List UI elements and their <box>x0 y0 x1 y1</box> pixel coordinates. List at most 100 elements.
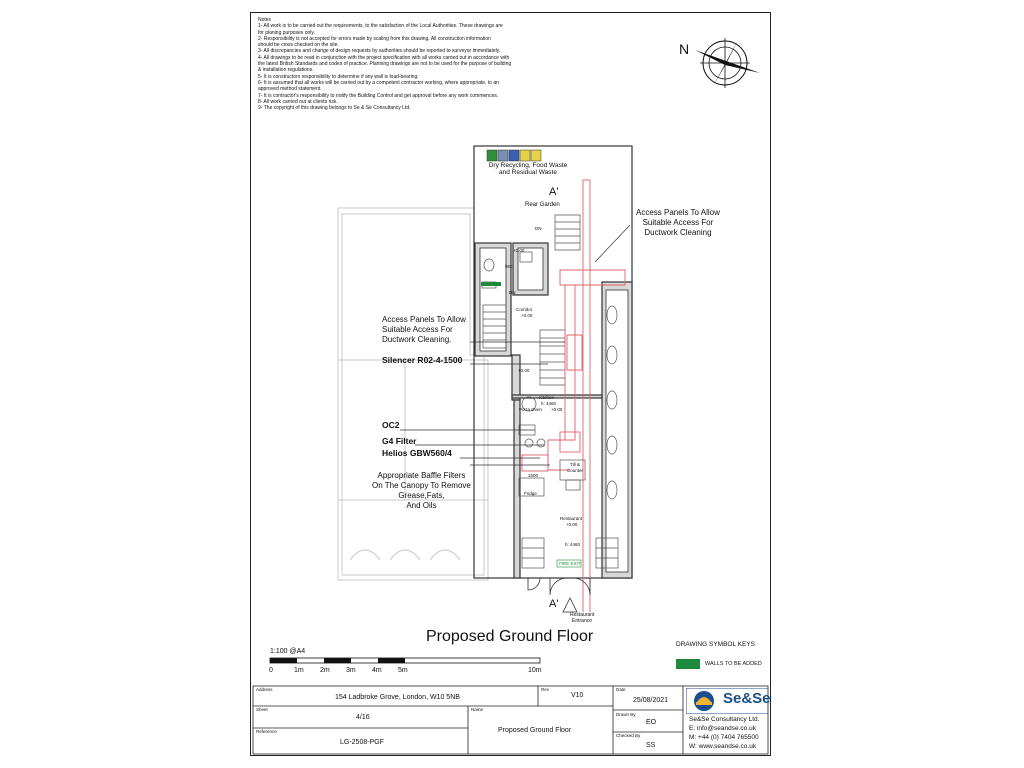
level-label: +0.00 <box>518 368 530 373</box>
corridor-label: Corridor <box>516 307 533 312</box>
wc-label: WC <box>505 264 513 269</box>
rear-garden-label: Rear Garden <box>525 202 560 208</box>
note-line: 1- All work is to be carried out the req… <box>258 23 503 30</box>
drawn-by-label: Drawn By <box>616 712 636 717</box>
scale-tick-label: 0 <box>269 667 273 674</box>
fire-exit-label: FIRE EXIT <box>559 561 581 566</box>
notes-heading: Notes <box>258 17 272 23</box>
date-value: 25/08/2021 <box>633 697 669 704</box>
fire-exit-sign <box>556 559 582 568</box>
neighbour-building-outline <box>337 207 489 581</box>
restaurant-label: Restaurant <box>560 516 583 521</box>
annotation-silencer: Silencer R02-4-1500 <box>382 355 463 365</box>
drawing-sheet-border <box>250 12 771 756</box>
notes-block: Notes 1- All work is to be carried out t… <box>258 17 618 111</box>
new-wall-marker <box>481 282 501 286</box>
annotation-line: Ductwork Cleaning. <box>382 335 452 344</box>
entrance-label: Entrance <box>572 618 593 624</box>
annotation-line: Appropriate Baffle Filters <box>377 471 466 480</box>
company-phone: M: +44 (0) 7404 765500 <box>689 734 759 741</box>
level-label: +0.00 <box>513 248 525 253</box>
dn-label: DN <box>535 226 542 231</box>
checked-by-value: SS <box>646 742 656 749</box>
note-line: 4- All drawings to be read in conjunctio… <box>258 54 510 61</box>
restaurant-seating <box>521 305 619 569</box>
note-line: 3- All discrepancies and change of desig… <box>258 48 501 55</box>
restaurant-level: +0.00 <box>566 522 578 527</box>
note-line: 8- All work carried out at clients risk. <box>258 98 338 105</box>
restaurant-height: h: 4460 <box>565 542 581 547</box>
name-label: Name <box>471 707 484 712</box>
annotation-line: Ductwork Cleaning <box>644 228 712 237</box>
entrance-label: Restaurant <box>570 612 595 618</box>
scale-tick-label: 1m <box>294 667 304 674</box>
till-label: Till & <box>570 462 580 467</box>
legend-heading: DRAWING SYMBOL KEYS <box>676 641 755 648</box>
kitchen-level: +0.00 <box>551 407 563 412</box>
company-name: Se&Se Consultancy Ltd. <box>689 716 760 723</box>
north-arrow-icon <box>695 38 760 88</box>
note-line: the latest British Standards and codes o… <box>258 61 512 68</box>
kitchen-height: h: 4460 <box>541 401 557 406</box>
dn-label: DN <box>509 290 516 295</box>
annotation-line: Suitable Access For <box>382 325 453 334</box>
kitchen-equipment <box>518 396 586 497</box>
pizza-oven-label: Pizza Oven <box>519 407 543 412</box>
sheet-label: Sheet <box>256 707 268 712</box>
ductwork-route <box>521 179 626 612</box>
note-line: 7- It is contractor's responsibility to … <box>258 92 499 99</box>
note-line: 5- It is constructors responsibility to … <box>258 73 419 80</box>
annotation-g4-filter: G4 Filter <box>382 436 417 446</box>
company-email: E: info@seandse.co.uk <box>689 725 756 732</box>
annotation-line: Grease,Fats, <box>398 491 445 500</box>
sheet-value: 4/16 <box>356 714 370 721</box>
annotation-line: Suitable Access For <box>642 218 714 227</box>
annotation-leaders <box>400 224 631 466</box>
note-line: for planing purposes only. <box>258 29 315 36</box>
annotation-line: Access Panels To Allow <box>382 315 466 324</box>
address-value: 154 Ladbroke Grove, London, W10 5NB <box>335 694 460 701</box>
annotation-line: On The Canopy To Remove <box>372 481 471 490</box>
scale-tick-label: 10m <box>528 667 542 674</box>
waste-label-line: and Residual Waste <box>499 169 557 176</box>
scale-bar <box>269 657 541 664</box>
scale-ratio: 1:100 @A4 <box>270 648 306 655</box>
company-logo-icon <box>686 688 768 714</box>
reference-label: Reference <box>256 729 277 734</box>
stairs <box>482 214 581 386</box>
title-block-grid <box>252 685 769 755</box>
annotation-line: And Oils <box>406 501 437 510</box>
name-value: Proposed Ground Floor <box>498 727 572 734</box>
scale-tick-label: 4m <box>372 667 382 674</box>
note-line: approved method statement. <box>258 86 322 93</box>
note-line: & installation regulations. <box>258 67 314 74</box>
kitchen-label: Kitchen <box>539 395 555 400</box>
checked-by-label: Checked By <box>616 733 641 738</box>
annotation-access-panels-right: Access Panels To Allow Suitable Access F… <box>636 208 720 238</box>
reference-value: LG-2508-PGF <box>340 739 384 746</box>
scale-tick-label: 5m <box>398 667 408 674</box>
drawing-title: Proposed Ground Floor <box>426 628 594 645</box>
annotation-access-panels-left: Access Panels To Allow Suitable Access F… <box>382 315 466 345</box>
annotation-oc2: OC2 <box>382 420 400 430</box>
legend-walls-swatch <box>676 659 700 669</box>
entrance-doors <box>527 577 591 613</box>
company-logo-text: Se&Se <box>723 690 771 707</box>
rev-value: V10 <box>571 692 584 699</box>
dimension-label: 1500 <box>528 473 539 478</box>
rev-label: Rev <box>541 687 550 692</box>
building-walls <box>473 145 633 579</box>
waste-label-line: Dry Recycling, Food Waste <box>488 162 568 169</box>
section-marker-top: A' <box>549 186 559 198</box>
note-line: 2- Responsibility is not accepted for er… <box>258 35 491 42</box>
annotation-helios: Helios GBW560/4 <box>382 448 452 458</box>
fridge-label: Fridge <box>524 491 537 496</box>
drawn-by-value: EO <box>646 719 657 726</box>
corridor-level: +0.00 <box>521 313 533 318</box>
company-web: W: www.seandse.co.uk <box>689 743 757 750</box>
annotation-line: Access Panels To Allow <box>636 208 720 217</box>
note-line: should be cross checked on the site. <box>258 42 339 49</box>
note-line: 6- It is assumed that all works will be … <box>258 79 499 86</box>
north-label: N <box>679 41 690 57</box>
